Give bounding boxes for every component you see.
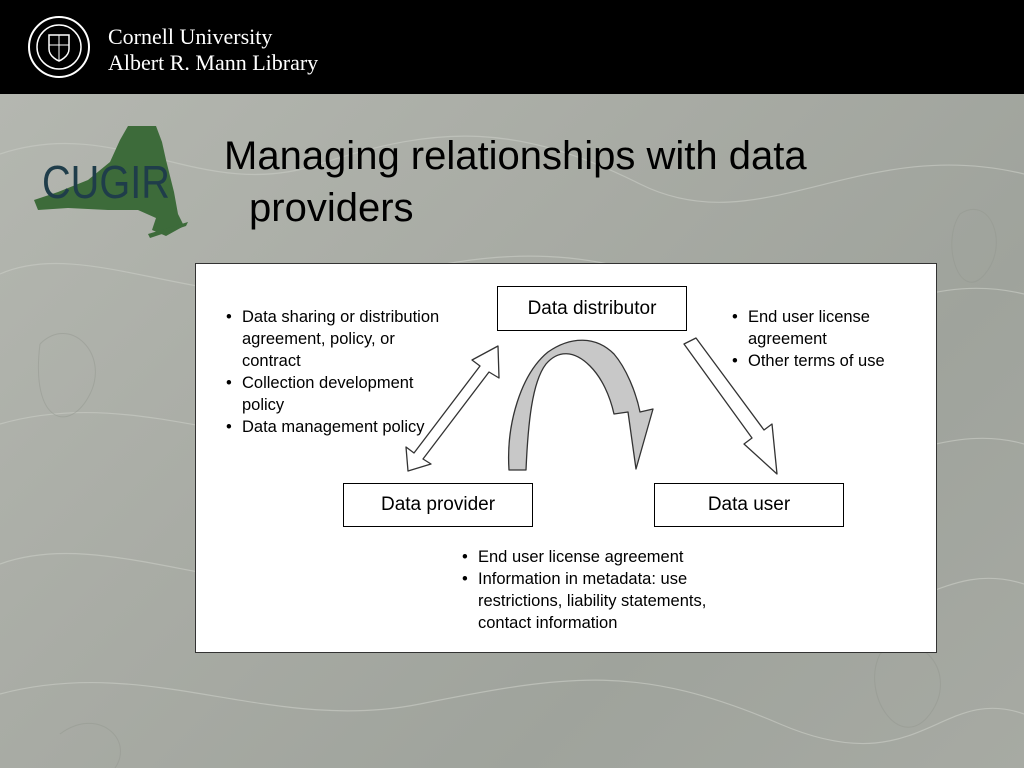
cugir-logo: CUGIR xyxy=(34,126,188,238)
list-item: End user license agreement xyxy=(732,306,922,350)
bottom-notes-list: End user license agreement Information i… xyxy=(462,546,752,634)
data-distributor-node: Data distributor xyxy=(497,286,687,331)
title-line-2: providers xyxy=(249,186,414,230)
distributor-user-arrow xyxy=(683,337,778,475)
data-user-node: Data user xyxy=(654,483,844,527)
cornell-seal-icon xyxy=(28,16,90,78)
curved-flow-arrow xyxy=(507,339,654,471)
list-item: Information in metadata: use restriction… xyxy=(462,568,752,634)
provider-notes-list: Data sharing or distribution agreement, … xyxy=(226,306,446,438)
list-item: End user license agreement xyxy=(462,546,752,568)
header-bar: Cornell University Albert R. Mann Librar… xyxy=(0,0,1024,94)
library-title: Albert R. Mann Library xyxy=(108,50,319,75)
list-item: Other terms of use xyxy=(732,350,922,372)
title-line-1: Managing relationships with data xyxy=(224,134,807,178)
university-name: Cornell University Albert R. Mann Librar… xyxy=(108,24,318,76)
list-item: Data management policy xyxy=(226,416,446,438)
relationship-diagram: Data distributor Data provider Data user… xyxy=(195,263,937,653)
new-york-state-shape-icon xyxy=(34,126,184,236)
provider-distributor-arrow xyxy=(405,345,500,472)
diagram-arrows xyxy=(405,337,778,475)
list-item: Data sharing or distribution agreement, … xyxy=(226,306,446,372)
data-provider-node: Data provider xyxy=(343,483,533,527)
list-item: Collection development policy xyxy=(226,372,446,416)
slide-title: Managing relationships with data provide… xyxy=(224,130,964,234)
logo-text: CUGIR xyxy=(42,156,170,208)
user-notes-list: End user license agreement Other terms o… xyxy=(732,306,922,372)
university-title: Cornell University xyxy=(108,24,273,49)
